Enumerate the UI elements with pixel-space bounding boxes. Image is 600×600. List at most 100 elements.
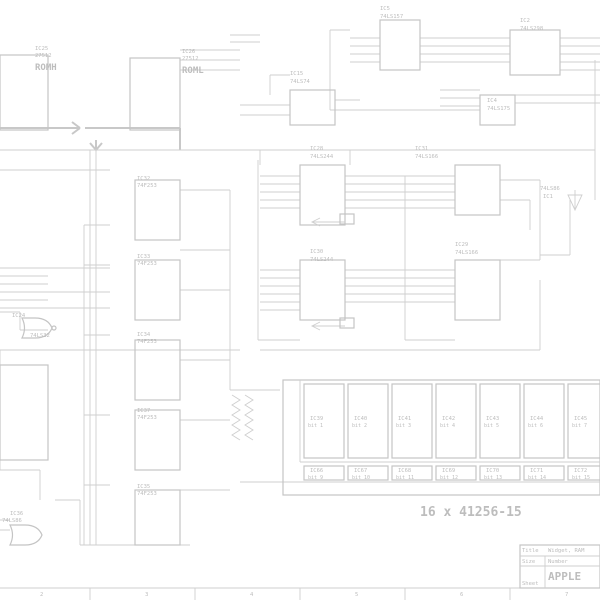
memory-chip-ref: IC67 xyxy=(354,468,367,474)
ic4-type: 74LS175 xyxy=(487,106,510,112)
ic15-ref: IC15 xyxy=(290,71,303,77)
memory-chip-ref: IC68 xyxy=(398,468,411,474)
ic29-type: 74LS166 xyxy=(455,250,478,256)
memory-chip-ref: IC69 xyxy=(442,468,455,474)
ic35-ref: IC35 xyxy=(137,484,150,490)
memory-chip xyxy=(347,383,389,459)
memory-chip xyxy=(479,383,521,459)
chip-ic33 xyxy=(134,259,181,321)
ic30-type: 74LS244 xyxy=(310,257,334,263)
memory-chip-ref: IC43 xyxy=(486,416,499,422)
ic26-type: 27512 xyxy=(182,56,199,62)
chip-labels: IC25 27512 ROMH IC26 27512 ROML IC15 74L… xyxy=(2,6,560,524)
memory-chip-bit: bit 5 xyxy=(484,423,499,429)
memory-chip xyxy=(435,465,477,481)
chip-ic32 xyxy=(134,179,181,241)
ic33-type: 74F253 xyxy=(137,261,157,267)
ic32-type: 74F253 xyxy=(137,183,157,189)
ic25-ref: IC25 xyxy=(35,46,48,52)
zone-marker: 2 xyxy=(40,592,43,598)
title-label: Title xyxy=(522,548,539,554)
chip-ic26 xyxy=(129,57,181,131)
memory-chip xyxy=(303,383,345,459)
memory-chip-ref: IC70 xyxy=(486,468,499,474)
memory-chip xyxy=(479,465,521,481)
ic34-type: 74F253 xyxy=(137,339,157,345)
gate-ic24 xyxy=(21,317,53,339)
wiring xyxy=(0,29,600,600)
ic4-ref: IC4 xyxy=(487,98,498,104)
memory-chip-bit: bit 10 xyxy=(352,475,370,481)
title-block: Title Widget, RAM Size Number APPLE Shee… xyxy=(519,544,600,589)
memory-chip-ref: IC41 xyxy=(398,416,411,422)
memory-chip-bit: bit 1 xyxy=(308,423,323,429)
chip-ic34 xyxy=(134,339,181,401)
number-label: Number xyxy=(548,559,569,565)
zone-marker: 5 xyxy=(355,592,358,598)
ic26-name: ROML xyxy=(182,66,204,76)
memory-chip-bit: bit 15 xyxy=(572,475,590,481)
memory-chip xyxy=(523,465,565,481)
chip-ic30 xyxy=(299,259,346,321)
ic24-type: 74LS32 xyxy=(30,333,50,339)
ic35-type: 74F253 xyxy=(137,491,157,497)
gate-ic36 xyxy=(9,524,43,546)
ic31-type: 74LS166 xyxy=(415,154,438,160)
size-label: Size xyxy=(522,559,535,565)
chip-ic28 xyxy=(299,164,346,226)
ic36-ref: IC36 xyxy=(10,511,23,517)
ic33-ref: IC33 xyxy=(137,254,150,260)
ic1-ref: IC1 xyxy=(543,194,553,200)
chip-outlines xyxy=(0,19,561,546)
memory-chip-bit: bit 14 xyxy=(528,475,546,481)
ic29-ref: IC29 xyxy=(455,242,468,248)
ic2-type: 74LS298 xyxy=(520,26,543,32)
ic26-ref: IC26 xyxy=(182,49,195,55)
zone-marker: 3 xyxy=(145,592,148,598)
ic30-ref: IC30 xyxy=(310,249,323,255)
memory-chip xyxy=(303,465,345,481)
chip-ic31 xyxy=(454,164,501,216)
ic25-name: ROMH xyxy=(35,63,57,73)
memory-chip-ref: IC71 xyxy=(530,468,543,474)
chip-ic29 xyxy=(454,259,501,321)
memory-caption: 16 x 41256-15 xyxy=(420,505,522,520)
sheet-label: Sheet xyxy=(522,581,539,587)
memory-chip xyxy=(391,465,433,481)
memory-chip-bit: bit 11 xyxy=(396,475,414,481)
chip-ic35 xyxy=(134,489,181,546)
ic37-ref: IC37 xyxy=(137,408,150,414)
memory-chip-ref: IC44 xyxy=(530,416,544,422)
ic36-type: 74LS86 xyxy=(2,518,22,524)
ic25-type: 27512 xyxy=(35,53,52,59)
memory-chip xyxy=(567,383,600,459)
memory-chip-ref: IC42 xyxy=(442,416,455,422)
chip-ic37 xyxy=(134,409,181,471)
ic28-ref: IC28 xyxy=(310,146,323,152)
ic2-ref: IC2 xyxy=(520,18,530,24)
company-name: APPLE xyxy=(548,570,581,583)
memory-chip xyxy=(435,383,477,459)
ic34-ref: IC34 xyxy=(137,332,151,338)
memory-chip xyxy=(391,383,433,459)
ic28-type: 74LS244 xyxy=(310,154,334,160)
zone-marker: 6 xyxy=(460,592,463,598)
memory-chip-ref: IC72 xyxy=(574,468,587,474)
memory-chip-ref: IC39 xyxy=(310,416,323,422)
ic15-type: 74LS74 xyxy=(290,79,311,85)
memory-chip-ref: IC66 xyxy=(310,468,323,474)
memory-chip-bit: bit 7 xyxy=(572,423,587,429)
memory-chip-bit: bit 3 xyxy=(396,423,411,429)
memory-chip-bit: bit 4 xyxy=(440,423,455,429)
ic5-ref: IC5 xyxy=(380,6,390,12)
ic31-ref: IC31 xyxy=(415,146,428,152)
memory-chip-ref: IC40 xyxy=(354,416,367,422)
memory-chip xyxy=(523,383,565,459)
ic37-type: 74F253 xyxy=(137,415,157,421)
ic5-type: 74LS157 xyxy=(380,14,403,20)
memory-block xyxy=(282,379,600,496)
chip-ic5 xyxy=(379,19,421,71)
